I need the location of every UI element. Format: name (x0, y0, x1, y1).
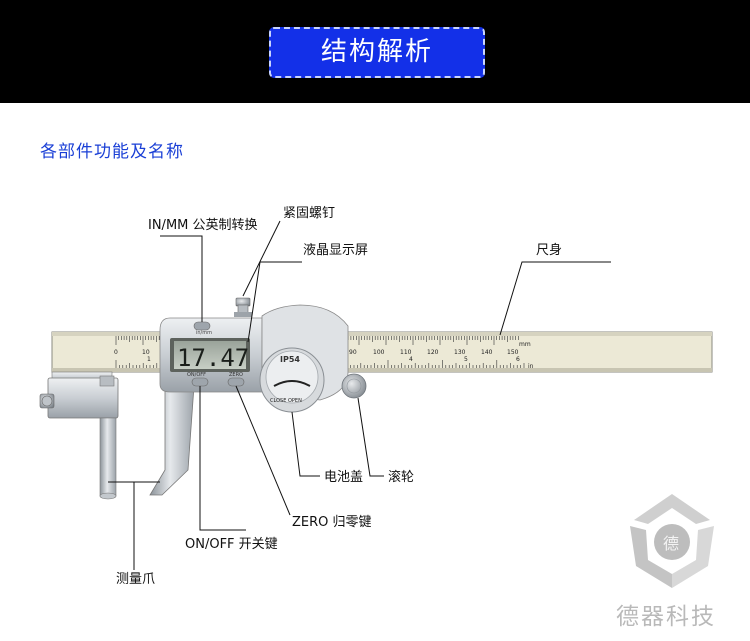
leader-line-zero (235, 385, 291, 516)
mm-scale-number: 100 (373, 349, 385, 356)
brand-name: 德器科技 (616, 604, 716, 630)
inch-scale-number: 4 (409, 356, 413, 363)
leader-line-lcd (247, 261, 302, 343)
ip-rating: IP54 (280, 355, 300, 364)
label-beam: 尺身 (536, 243, 563, 258)
mm-scale-number: 0 (114, 349, 118, 356)
label-onoff-key: ON/OFF 开关键 (185, 537, 278, 552)
onoff-button-label: ON/OFF (187, 372, 206, 378)
mm-unit: mm (519, 341, 531, 348)
leader-line-in-mm (160, 235, 203, 322)
mm-scale-number: 110 (400, 349, 412, 356)
brand-logo-icon: 德 (630, 494, 714, 588)
mm-scale-number: 140 (481, 349, 493, 356)
mm-scale-number: 150 (507, 349, 519, 356)
label-in-mm-switch: IN/MM 公英制转换 (148, 218, 258, 233)
page-title: 结构解析 (269, 27, 485, 78)
label-lcd: 液晶显示屏 (303, 243, 369, 258)
leader-line-lock-screw (242, 220, 281, 297)
cover-direction-text: CLOSE OPEN (270, 398, 302, 404)
label-jaw: 测量爪 (116, 572, 156, 587)
lcd-display: 17.47 in/mm (170, 330, 250, 372)
inch-scale-number: 1 (147, 356, 151, 363)
label-lock-screw: 紧固螺钉 (283, 206, 336, 221)
leader-line-onoff (199, 386, 246, 531)
inch-unit: in (528, 363, 534, 370)
lock-screw[interactable] (234, 297, 252, 317)
header-bar: 结构解析 (0, 0, 750, 103)
mm-scale-number: 10 (142, 349, 150, 356)
leader-line-battery (291, 411, 320, 477)
thumb-roller[interactable] (341, 373, 367, 399)
lcd-value: 17.47 (177, 344, 249, 372)
leader-line-roller (357, 397, 384, 477)
zero-button[interactable] (227, 377, 245, 387)
onoff-button[interactable] (191, 377, 209, 387)
beam: 0 10 90 100 110 120 130 140 150 mm 1 4 5… (51, 331, 713, 373)
label-zero-key: ZERO 归零键 (292, 515, 372, 530)
inch-scale-number: 6 (516, 356, 520, 363)
in-mm-button[interactable] (193, 321, 211, 331)
section-subtitle: 各部件功能及名称 (40, 142, 184, 162)
lcd-unit-label: in/mm (196, 330, 212, 336)
leader-line-beam (499, 261, 611, 336)
mm-scale-number: 130 (454, 349, 466, 356)
zero-button-label: ZERO (229, 372, 243, 378)
inch-scale-number: 5 (464, 356, 468, 363)
mm-scale-number: 90 (349, 349, 357, 356)
battery-cover[interactable]: IP54 CLOSE OPEN (259, 347, 325, 413)
label-battery-cover: 电池盖 (324, 470, 364, 485)
label-thumb-roller: 滚轮 (388, 470, 415, 485)
logo-char: 德 (663, 534, 679, 553)
fixed-jaw-attachment (39, 371, 119, 500)
mm-scale-number: 120 (427, 349, 439, 356)
leader-line-jaw (108, 481, 160, 570)
